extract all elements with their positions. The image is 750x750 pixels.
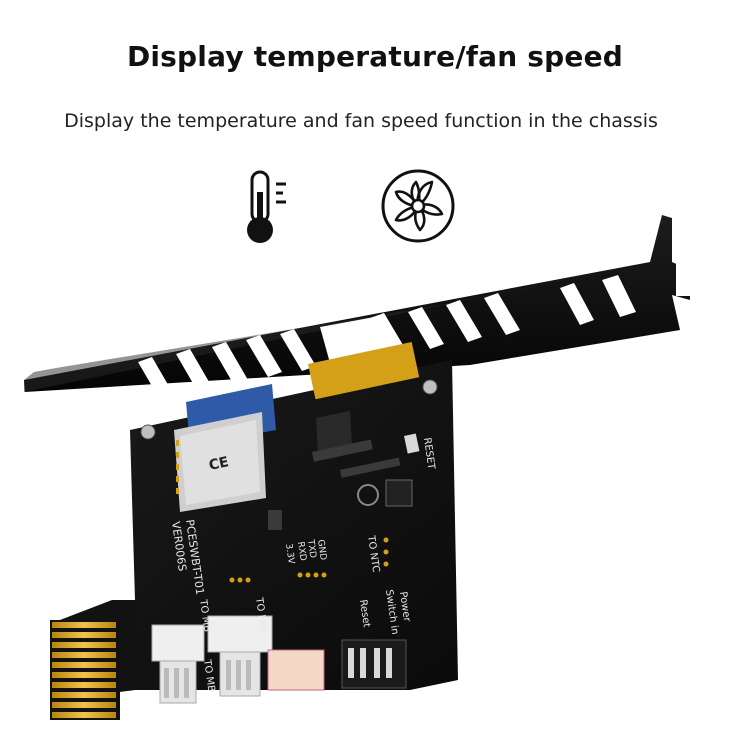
to-mb-label-2: TO MB <box>201 658 217 693</box>
rxd-label: RXD <box>295 541 308 562</box>
fan-icon <box>381 169 455 243</box>
front-panel-header <box>341 639 407 689</box>
reset-label: RESET <box>421 437 436 471</box>
antenna-label <box>308 341 420 400</box>
to-ntc-label: TO NTC <box>365 534 381 573</box>
page-subtitle: Display the temperature and fan speed fu… <box>64 110 658 132</box>
ce-mark: CE <box>208 454 231 474</box>
fan-mb-connectors <box>151 615 325 704</box>
power-label: Power <box>397 591 412 623</box>
bracket <box>24 215 690 400</box>
components <box>140 379 438 583</box>
to-fan-label: TO FAN <box>253 596 269 634</box>
gold-fingers <box>50 620 120 720</box>
page-title: Display temperature/fan speed <box>126 40 624 73</box>
to-mb-label: TO MB <box>197 598 213 633</box>
gnd-label: GND <box>315 539 328 561</box>
v33-label: 3.3V <box>283 543 296 565</box>
reset-pin-label: Reset <box>357 599 372 628</box>
thermometer-icon <box>247 170 286 243</box>
pcie-card-photo: CE <box>24 215 690 720</box>
txd-label: TXD <box>305 538 318 559</box>
bluetooth-module: CE <box>174 384 276 512</box>
